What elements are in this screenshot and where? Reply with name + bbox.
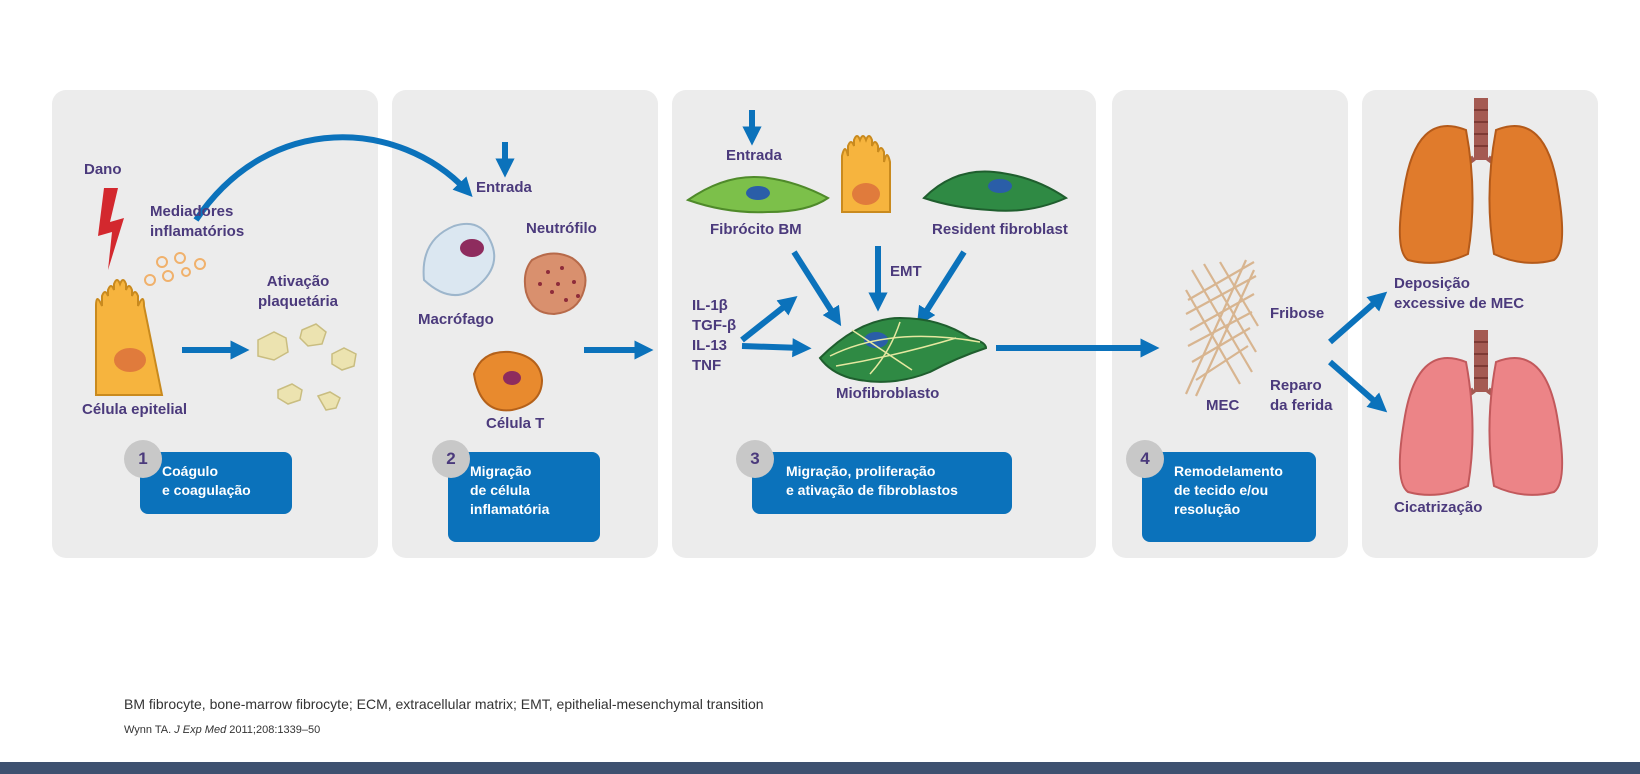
epithelial-cell-icon: [95, 279, 164, 396]
step-number-4: 4: [1126, 440, 1164, 478]
resident-fibroblast-icon: [922, 170, 1069, 212]
t-cell-icon: [472, 350, 544, 412]
step-number-2: 2: [432, 440, 470, 478]
mediator-particles: [144, 252, 206, 286]
lightning-icon: [98, 188, 124, 270]
label-entrada-3: Entrada: [726, 147, 782, 164]
label-miofibroblasto: Miofibroblasto: [836, 385, 940, 402]
myofibroblast-icon: [818, 316, 988, 383]
label-emt: EMT: [890, 263, 922, 280]
ecm-fibers-icon: [1184, 259, 1259, 397]
label-neutrofilo: Neutrófilo: [526, 220, 597, 237]
footer-citation: Wynn TA. J Exp Med 2011;208:1339–50: [124, 724, 321, 736]
fibrocyte-arrow: [791, 250, 842, 327]
label-fribose: Fribose: [1270, 305, 1325, 322]
cytokine-arrows: [740, 296, 798, 343]
footer-abbreviations: BM fibrocyte, bone-marrow fibrocyte; ECM…: [124, 696, 764, 712]
neutrophil-icon: [523, 252, 587, 316]
healthy-lungs-icon: [1398, 330, 1564, 496]
label-resident-fibroblast: Resident fibroblast: [932, 221, 1068, 238]
label-cicatrizacao: Cicatrização: [1394, 499, 1483, 516]
step-number-1: 1: [124, 440, 162, 478]
label-dano: Dano: [84, 161, 122, 178]
curved-arrow: [193, 134, 473, 222]
step-number-3: 3: [736, 440, 774, 478]
bm-fibrocyte-icon: [685, 175, 830, 214]
bottom-bar: [0, 762, 1640, 774]
fibrotic-lungs-icon: [1398, 98, 1564, 264]
label-celula-t: Célula T: [486, 415, 545, 432]
cytokine-arrow-2: [741, 338, 812, 358]
label-celula-epitelial: Célula epitelial: [82, 401, 188, 418]
label-entrada-2: Entrada: [476, 179, 532, 196]
label-macrofago: Macrófago: [418, 311, 494, 328]
resident-arrow: [916, 250, 967, 327]
arrow-to-deposition: [1328, 291, 1388, 345]
label-fibrocito-bm: Fibrócito BM: [710, 221, 802, 238]
platelet-icons: [257, 323, 357, 411]
arrow-to-healing: [1328, 359, 1388, 413]
label-mec: MEC: [1206, 397, 1240, 414]
epithelial-cell-icon-3: [841, 135, 891, 213]
macrophage-icon: [422, 222, 496, 297]
